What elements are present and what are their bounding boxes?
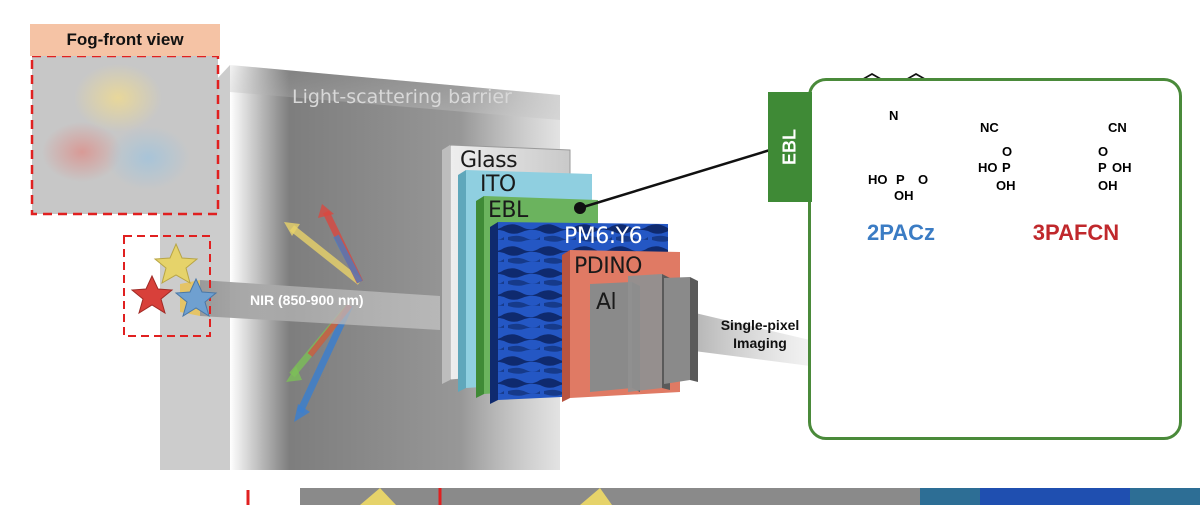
fog-front-view-label: Fog-front view [30, 24, 220, 56]
chem-2pacz-o: O [918, 172, 929, 187]
ebl-tag-text: EBL [779, 129, 800, 165]
ebl-tag: EBL [768, 92, 812, 202]
fog-front-view-image [30, 54, 220, 216]
chem-3pafcn-o-left: O [1002, 144, 1013, 159]
single-pixel-imaging-label: Single-pixel Imaging [700, 316, 820, 352]
ebl-callout-line [574, 148, 771, 214]
bottom-cropped-strip [246, 488, 1200, 505]
ebl-materials-panel [808, 78, 1182, 440]
layer-label-ito: ITO [480, 172, 516, 197]
molecule-name-3pafcn: 3PAFCN [1032, 220, 1120, 245]
chem-n-atom: N [889, 108, 899, 123]
layer-label-pdino: PDINO [574, 254, 642, 279]
chem-3pafcn-p-right: P [1098, 160, 1107, 175]
star-objects [123, 235, 218, 337]
chem-2pacz-p: P [896, 172, 905, 187]
nir-beam-label: NIR (850-900 nm) [250, 292, 364, 308]
single-pixel-imaging-line1: Single-pixel [720, 317, 800, 333]
chem-3pafcn-oh-right: OH [1112, 160, 1132, 175]
chem-cn: CN [1108, 120, 1127, 135]
molecule-name-2pacz: 2PACz [866, 220, 936, 245]
barrier-label: Light-scattering barrier [292, 86, 512, 108]
chem-3pafcn-oh-left: OH [996, 178, 1016, 193]
layer-label-glass: Glass [460, 148, 518, 173]
layer-label-ebl: EBL [488, 198, 528, 223]
layer-label-al: Al [596, 290, 617, 315]
chem-nc: NC [980, 120, 999, 135]
single-pixel-imaging-line2: Imaging [733, 335, 787, 351]
chem-3pafcn-p-left: P [1002, 160, 1011, 175]
chem-2pacz-ho: HO [868, 172, 888, 187]
chem-2pacz-oh: OH [894, 188, 914, 203]
layer-label-pm6y6: PM6:Y6 [564, 224, 643, 249]
chem-3pafcn-oh-bottom: OH [1098, 178, 1118, 193]
chem-3pafcn-o-right: O [1098, 144, 1109, 159]
chem-3pafcn-ho-left: HO [978, 160, 998, 175]
device-stack [442, 144, 698, 404]
